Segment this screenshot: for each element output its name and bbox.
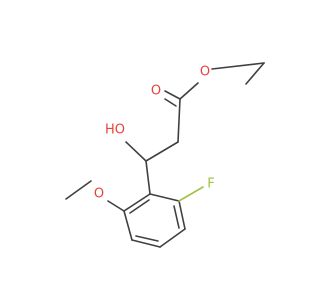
bond-c-f	[178, 186, 204, 202]
carbonyl-oxygen-label: O	[151, 84, 161, 99]
ester-oxygen-label: O	[200, 65, 210, 80]
atom-label-layer: O O HO O F	[94, 65, 215, 202]
bond-ring-2-inner	[173, 205, 180, 229]
bond-ring-6	[123, 193, 151, 212]
bond-c-o-methoxy	[107, 200, 125, 212]
methoxy-oxygen-label: O	[94, 187, 104, 202]
bond-ring-1	[149, 193, 180, 202]
bond-ring-2	[178, 200, 186, 230]
bond-ring-6-inner	[129, 199, 150, 214]
molecule-structure-diagram: O O HO O F	[65, 62, 265, 248]
bond-ethyl-ch2-o	[211, 62, 265, 70]
bond-c-oh	[125, 141, 147, 162]
bond-choh-ring	[145, 160, 151, 195]
hydroxyl-label: HO	[105, 123, 125, 138]
fluorine-label: F	[207, 177, 214, 192]
bond-o-ch3-methoxy	[65, 180, 92, 200]
bond-ch2-choh	[145, 141, 179, 162]
bond-ethyl-ch3-ch2	[245, 62, 265, 85]
bond-carbonyl-ch2	[177, 98, 181, 143]
bond-layer	[65, 62, 265, 248]
bond-ring-5	[123, 210, 133, 241]
bond-ring-4-inner	[135, 235, 159, 242]
bond-o-carbonyl-carbon	[179, 82, 199, 100]
bond-ring-3	[159, 228, 186, 248]
bond-ring-4	[131, 239, 161, 248]
bond-carbonyl-double-2	[164, 98, 177, 107]
bond-carbonyl-double-1	[164, 90, 181, 100]
